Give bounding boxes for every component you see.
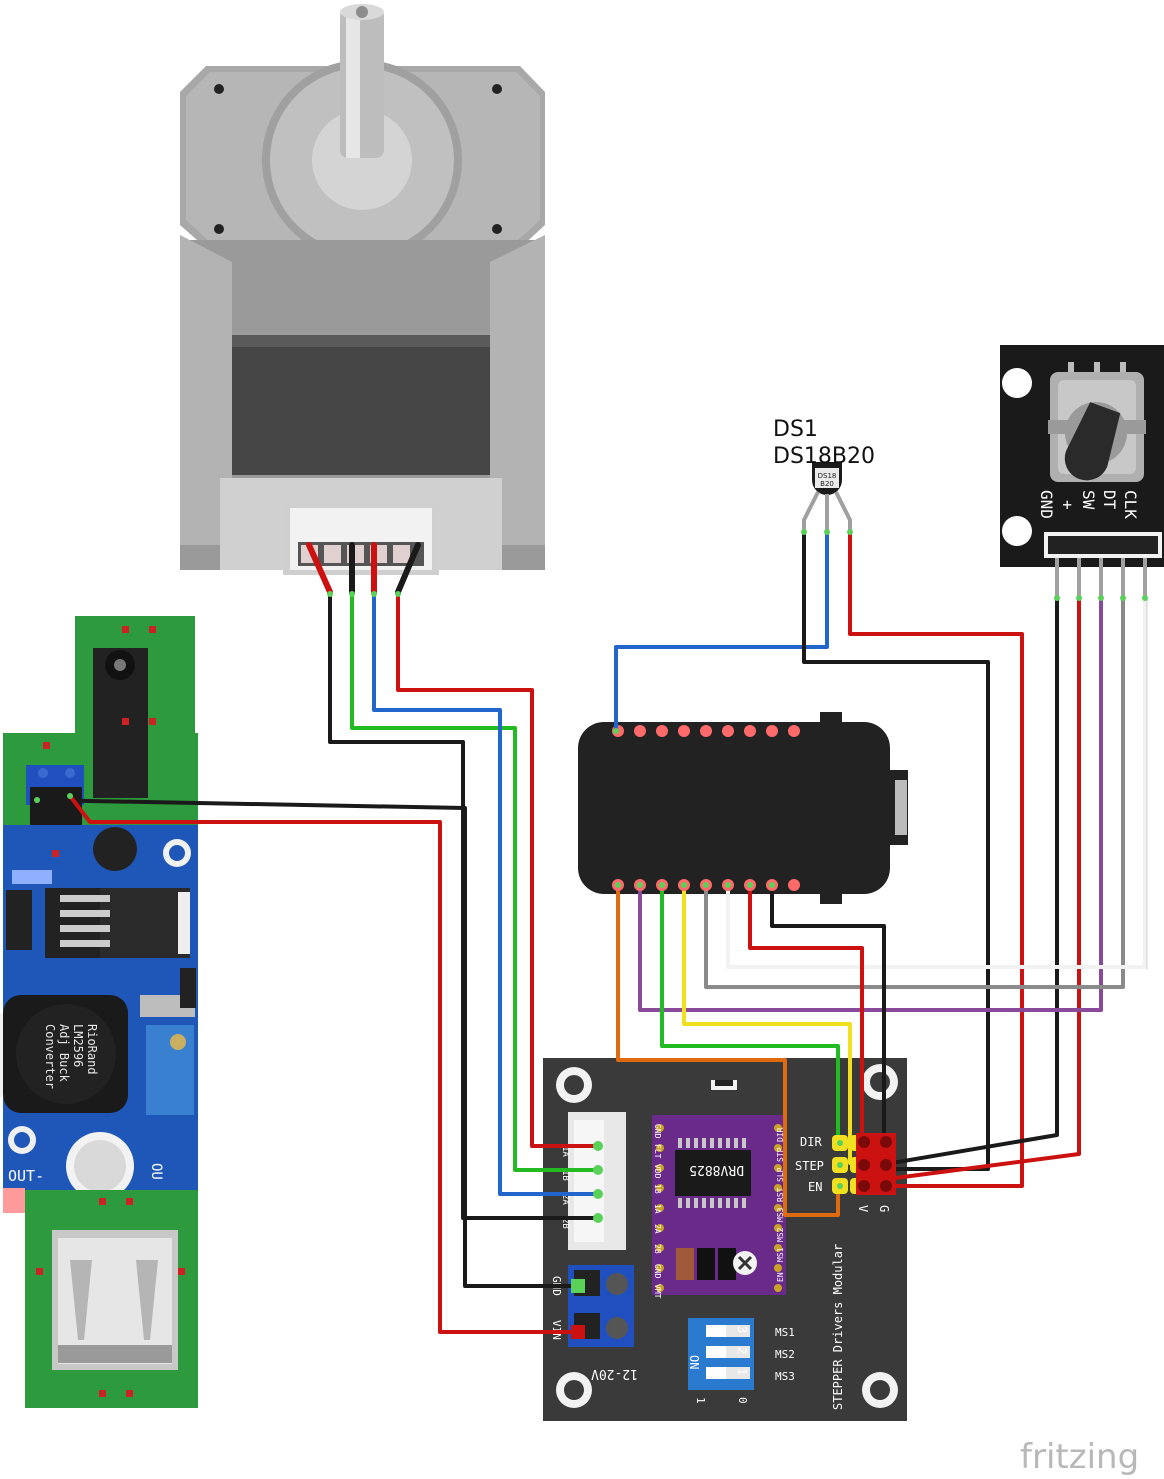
wire-motor-green	[350, 592, 600, 1172]
rotary-encoder	[1000, 345, 1164, 567]
buck-text-3: Adj Buck	[57, 1024, 71, 1083]
wire-ds-blue	[614, 530, 829, 733]
drv-right-pin-7: MS1	[776, 1247, 785, 1262]
encoder-pin-plus: +	[1058, 500, 1077, 510]
dip-ms2: MS2	[775, 1348, 795, 1361]
buck-text-4: Converter	[43, 1024, 57, 1089]
dip-one: 1	[694, 1397, 707, 1404]
stepper-driver-board	[543, 1058, 907, 1421]
driver-board-title: STEPPER Drivers Modular	[831, 1244, 845, 1410]
drv-left-pin-7: 2B	[653, 1244, 662, 1254]
driver-voltage: 12-20V	[591, 1366, 638, 1381]
wire-ds-red	[848, 530, 1024, 1188]
wire-mcu-red	[748, 883, 864, 1142]
dip-num-1: 1	[735, 1368, 749, 1375]
drv-right-pin-1: DIR	[776, 1127, 785, 1142]
encoder-pin-dt: DT	[1100, 490, 1119, 510]
ds18b20-sensor: DS18 B20	[802, 462, 852, 532]
wire-enc-dt	[704, 596, 1125, 989]
buck-label: RioRand LM2596 Adj Buck Converter	[43, 1024, 99, 1089]
driver-board-text: DIR STEP EN V G STEPPER Drivers Modular …	[550, 1124, 891, 1410]
drv-chip-label: DRV8825	[689, 1162, 744, 1177]
mcu-top-pins	[612, 725, 800, 737]
dip-ms3: MS3	[775, 1370, 795, 1383]
dip-num-2: 2	[735, 1347, 749, 1354]
driver-label-en: EN	[808, 1180, 822, 1194]
pcb-pads	[36, 626, 185, 1397]
wires	[35, 530, 1148, 1334]
buck-out-label: OU	[148, 1163, 164, 1180]
ds18b20-label-1: DS1	[773, 417, 818, 442]
driver-label-step: STEP	[795, 1159, 824, 1173]
driver-label-dir: DIR	[800, 1135, 822, 1149]
wire-enc-clk	[726, 596, 1147, 969]
mcu-bottom-pins	[788, 879, 800, 891]
drv-left-pin-2: FLT	[653, 1144, 662, 1159]
wire-motor-red	[396, 592, 600, 1148]
motor-header-1b: 1B	[560, 1170, 570, 1181]
mcu-bottom-pins-overlay	[612, 728, 778, 891]
motor-header-pins	[593, 1141, 603, 1223]
motor-connector-wire-ends	[306, 542, 421, 597]
wire-enc-vcc	[878, 596, 1081, 1182]
wire-mcu-orange	[616, 883, 840, 1217]
dip-zero: 0	[736, 1397, 749, 1404]
motor-header-2a: 2A	[560, 1194, 570, 1205]
drv-left-pin-5: 1A	[653, 1204, 662, 1214]
dip-ms1: MS1	[775, 1326, 795, 1339]
dip-num-3: 3	[735, 1326, 749, 1333]
fritzing-logo: fritzing	[1020, 1437, 1139, 1477]
drv-right-pin-4: RST	[776, 1187, 785, 1202]
buck-text-1: RioRand	[85, 1024, 99, 1075]
wire-mcu-black	[770, 883, 886, 1142]
driver-terminal-vin: VIN	[550, 1320, 563, 1340]
buck-text-2: LM2596	[71, 1024, 85, 1067]
ds18b20-body-text-1: DS18	[818, 472, 837, 480]
ds18b20-body-text-2: B20	[820, 480, 834, 488]
wire-enc-sw	[638, 596, 1103, 1012]
wire-enc-gnd	[878, 596, 1059, 1167]
encoder-pin-labels: CLK DT SW + GND	[1037, 490, 1140, 519]
sensor-wire-ends	[34, 529, 1148, 803]
buck-converter	[0, 616, 198, 1408]
wire-motor-blue	[372, 592, 600, 1196]
wire-mcu-green	[660, 883, 840, 1142]
drv-right-pin-2: STP	[776, 1147, 785, 1162]
driver-label-g: G	[877, 1205, 891, 1212]
encoder-pin-gnd: GND	[1037, 490, 1056, 519]
encoder-pin-sw: SW	[1079, 490, 1098, 510]
wire-motor-black	[328, 592, 600, 1220]
drv-left-pin-3: VDD	[653, 1164, 662, 1179]
drv-right-pin-6: MS2	[776, 1227, 785, 1242]
wire-ds-black	[802, 530, 990, 1171]
buck-out-minus: OUT-	[8, 1167, 44, 1185]
drv-right-pin-8: EN	[776, 1272, 785, 1282]
stepper-motor	[180, 4, 545, 575]
wire-mcu-yellow	[682, 883, 852, 1165]
drv-right-pin-3: SLP	[776, 1167, 785, 1182]
wire-power-red	[68, 794, 580, 1334]
drv-right-pin-5: MS3	[776, 1207, 785, 1222]
motor-header-1a: 1A	[560, 1146, 570, 1157]
drv-left-pin-6: 2A	[653, 1224, 662, 1234]
mcu-module	[578, 712, 908, 904]
wire-power-black	[35, 798, 580, 1288]
drv-left-pin-8: GND	[653, 1264, 662, 1279]
encoder-legs	[1055, 558, 1147, 598]
drv-left-pin-1: GND	[653, 1124, 662, 1139]
dip-on-label: ON	[687, 1355, 701, 1369]
power-terminal-pins	[571, 1279, 585, 1339]
drv-left-pin-9: VMT	[653, 1284, 662, 1299]
motor-header-2b: 2B	[560, 1218, 570, 1229]
ds18b20-label-2: DS18B20	[773, 444, 875, 469]
drv-left-pin-4: 1B	[653, 1184, 662, 1194]
driver-label-v: V	[856, 1205, 870, 1212]
driver-control-header	[832, 1133, 896, 1195]
encoder-pin-clk: CLK	[1121, 490, 1140, 519]
